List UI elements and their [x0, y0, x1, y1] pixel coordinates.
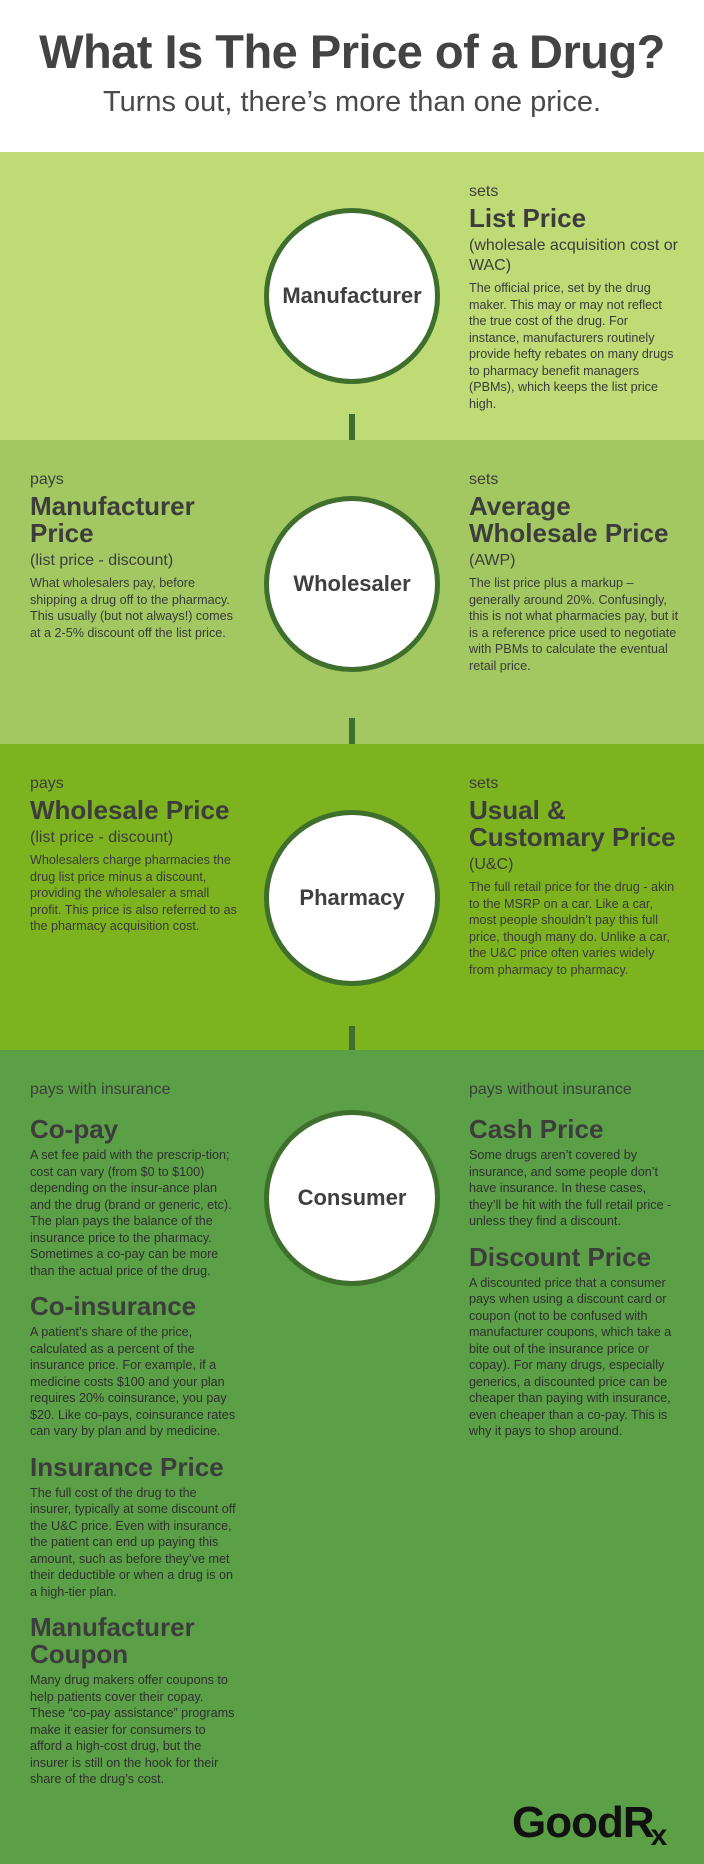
header: What Is The Price of a Drug? Turns out, … [0, 0, 704, 152]
insurance-price-title: Insurance Price [30, 1451, 224, 1482]
manufacturer-price-verb: pays [30, 471, 64, 488]
uc-price-desc: The full retail price for the drug - aki… [469, 880, 675, 977]
uc-price-verb: sets [469, 775, 499, 792]
with-insurance-heading: pays with insurance [30, 1081, 171, 1098]
list-price-verb: sets [469, 183, 499, 200]
goodrx-logo: GoodRx [512, 1798, 669, 1852]
awp-block: sets Average Wholesale Price (AWP) The l… [469, 470, 681, 674]
coinsurance-title: Co-insurance [30, 1291, 197, 1321]
manufacturer-price-desc: What wholesalers pay, before shipping a … [30, 576, 233, 640]
wholesale-price-desc: Wholesalers charge pharmacies the drug l… [30, 853, 237, 933]
discount-price-title: Discount Price [469, 1241, 652, 1272]
wholesaler-label: Wholesaler [293, 571, 411, 596]
awp-title: Average Wholesale Price [469, 491, 669, 548]
consumer-circle: Consumer [264, 1110, 440, 1286]
logo-sub: x [650, 1819, 668, 1852]
cash-price-title: Cash Price [469, 1114, 604, 1144]
pharmacy-label: Pharmacy [299, 885, 405, 910]
copay-desc: A set fee paid with the prescrip-tion; c… [30, 1148, 232, 1278]
awp-desc: The list price plus a markup – generally… [469, 576, 679, 673]
list-price-desc: The official price, set by the drug make… [469, 281, 674, 411]
wholesale-price-verb: pays [30, 775, 64, 792]
awp-paren: (AWP) [469, 552, 516, 569]
wholesaler-circle: Wholesaler [264, 496, 440, 672]
pharmacy-band: Pharmacy pays Wholesale Price (list pric… [0, 744, 704, 1050]
wholesale-price-title: Wholesale Price [30, 795, 230, 825]
copay-title: Co-pay [30, 1114, 119, 1144]
uc-price-block: sets Usual & Customary Price (U&C) The f… [469, 774, 681, 978]
without-insurance-column: pays without insurance Cash Price Some d… [469, 1080, 681, 1440]
page-subtitle: Turns out, there’s more than one price. [102, 86, 602, 118]
manufacturer-coupon-title: Manufacturer Coupon [30, 1612, 195, 1669]
consumer-band: Consumer pays with insurance Co-pay A se… [0, 1050, 704, 1864]
wholesale-price-block: pays Wholesale Price (list price - disco… [30, 774, 240, 935]
manufacturer-price-paren: (list price - discount) [30, 552, 174, 569]
manufacturer-circle: Manufacturer [264, 208, 440, 384]
coinsurance-desc: A patient’s share of the price, calculat… [30, 1325, 236, 1438]
awp-verb: sets [469, 471, 499, 488]
page-title: What Is The Price of a Drug? [39, 25, 665, 78]
insurance-price-desc: The full cost of the drug to the insurer… [30, 1485, 236, 1599]
wholesale-price-paren: (list price - discount) [30, 829, 174, 846]
manufacturer-band: Manufacturer sets List Price (wholesale … [0, 152, 704, 440]
with-insurance-column: pays with insurance Co-pay A set fee pai… [30, 1080, 238, 1788]
uc-price-title: Usual & Customary Price [469, 795, 676, 852]
uc-price-paren: (U&C) [469, 856, 514, 873]
cash-price-desc: Some drugs aren’t covered by insurance, … [469, 1148, 672, 1228]
discount-price-desc: A discounted price that a consumer pays … [469, 1275, 672, 1439]
list-price-paren: (wholesale acquisition cost or WAC) [469, 237, 678, 274]
without-insurance-heading: pays without insurance [469, 1081, 632, 1098]
manufacturer-label: Manufacturer [282, 283, 422, 308]
wholesaler-band: Wholesaler pays Manufacturer Price (list… [0, 440, 704, 744]
manufacturer-coupon-desc: Many drug makers offer coupons to help p… [30, 1673, 235, 1786]
manufacturer-price-block: pays Manufacturer Price (list price - di… [30, 470, 240, 641]
manufacturer-price-title: Manufacturer Price [30, 491, 195, 548]
list-price-title: List Price [469, 203, 587, 233]
consumer-label: Consumer [297, 1185, 407, 1210]
logo-main: GoodR [512, 1798, 655, 1847]
list-price-block: sets List Price (wholesale acquisition c… [469, 182, 681, 412]
pharmacy-circle: Pharmacy [264, 810, 440, 986]
